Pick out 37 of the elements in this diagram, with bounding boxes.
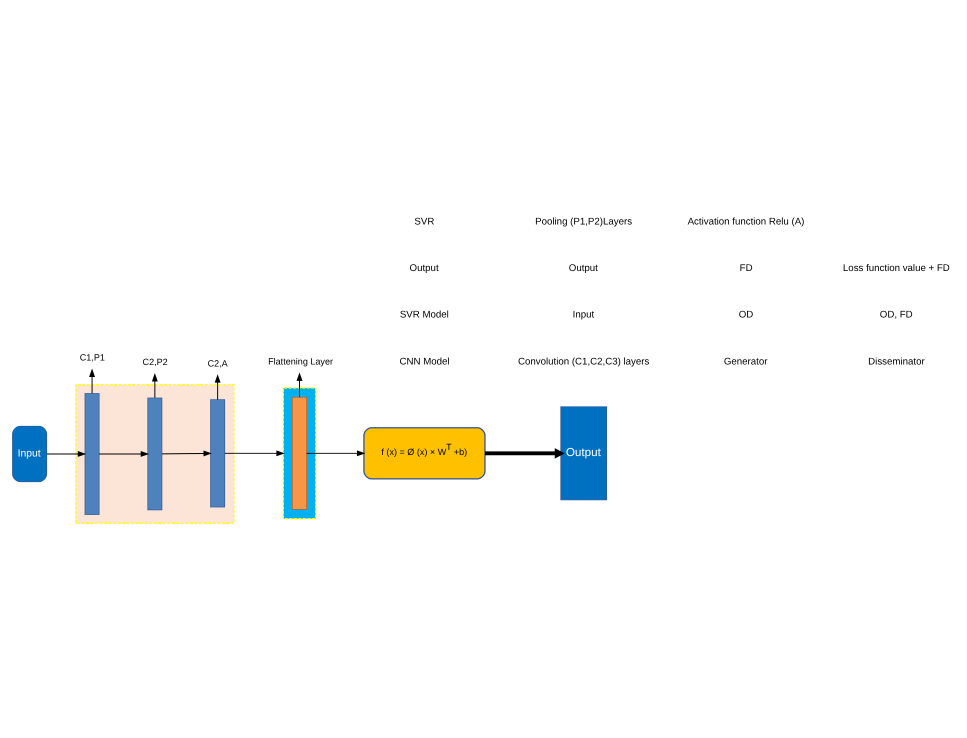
label: Pooling (P1,P2)Layers <box>534 216 632 228</box>
node-box <box>210 398 225 507</box>
node-bar <box>292 396 306 510</box>
label: Output <box>568 262 598 274</box>
label: Input <box>572 309 594 320</box>
node-box: Output <box>560 406 606 500</box>
node-box: Input <box>12 425 47 482</box>
arrow <box>151 372 158 398</box>
cluster <box>282 386 316 519</box>
node-text: C2,P2 <box>142 356 168 367</box>
node-box <box>146 397 162 510</box>
label: FD <box>739 262 752 274</box>
label: Disseminator <box>868 356 924 367</box>
label: SVR Model <box>399 309 448 320</box>
label: Loss function value + FD <box>842 262 950 274</box>
arrow <box>214 374 220 400</box>
label: OD, FD <box>879 309 912 320</box>
node-text: C2,A <box>207 358 228 368</box>
node-text: Flattening Layer <box>268 356 332 366</box>
arrow <box>88 368 95 394</box>
arrow <box>306 450 365 456</box>
arrow <box>161 450 212 456</box>
arrow <box>46 450 86 456</box>
node-text: C1,P1 <box>79 352 104 362</box>
label: SVR <box>414 216 434 228</box>
label: Activation function Relu (A) <box>687 216 804 228</box>
label: Output <box>409 262 438 274</box>
label: Generator <box>723 356 767 367</box>
label: CNN Model <box>399 356 450 367</box>
label: Convolution (C1,C2,C3) layers <box>517 356 649 367</box>
arrow <box>98 450 149 456</box>
cluster <box>74 384 234 524</box>
node-box <box>84 392 99 514</box>
label: OD <box>738 309 753 320</box>
arrow <box>296 372 302 398</box>
arrow <box>224 450 284 456</box>
arrow <box>484 448 564 458</box>
